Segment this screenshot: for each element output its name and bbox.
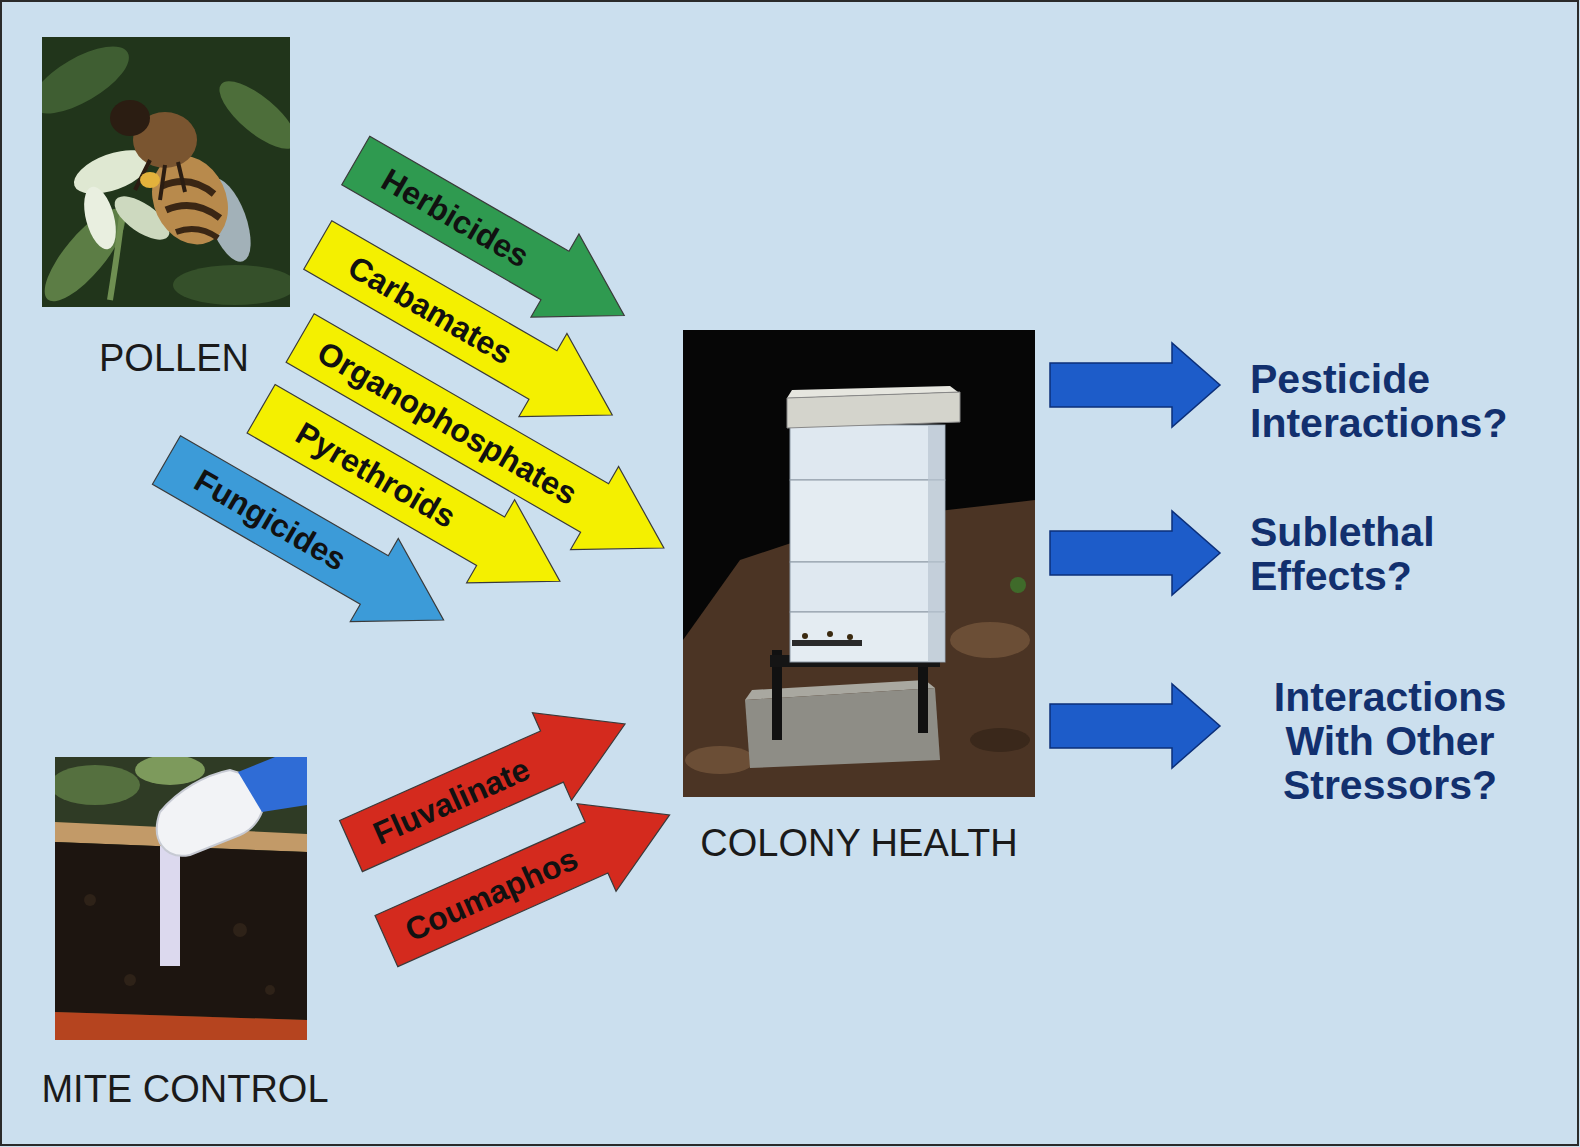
outcome-label-box: Interactions With Other Stressors? xyxy=(1245,675,1535,807)
flower-petal xyxy=(78,183,122,252)
foliage xyxy=(135,757,205,785)
photo-panel: MITE CONTROL xyxy=(30,757,340,1112)
glove-cuff xyxy=(238,757,307,812)
bee-head xyxy=(110,100,150,136)
bee-stripe xyxy=(166,206,220,219)
soil-patch xyxy=(685,746,755,774)
outcome-arrow xyxy=(1050,511,1220,595)
comb-area xyxy=(55,842,307,1020)
bee-dot xyxy=(827,631,833,637)
photo-panel: POLLEN xyxy=(42,37,306,381)
photo-caption: MITE CONTROL xyxy=(30,1068,340,1112)
photo-ground xyxy=(683,330,1035,797)
miticide-strip xyxy=(160,846,180,966)
comb-texture xyxy=(84,894,96,906)
outcome-label-box: Sublethal Effects? xyxy=(1250,510,1540,598)
photo-caption: COLONY HEALTH xyxy=(683,822,1035,866)
hive-entrance xyxy=(792,640,862,646)
bee-stripe xyxy=(176,229,218,238)
soil-patch xyxy=(970,728,1030,752)
bee-dot xyxy=(847,634,853,640)
outcome-arrow xyxy=(1050,684,1220,768)
leaf xyxy=(173,265,290,305)
comb-texture xyxy=(265,985,275,995)
hive-box xyxy=(790,562,945,612)
frame-bottom-bar xyxy=(55,1012,307,1040)
hive-lid xyxy=(787,392,960,428)
bee-dot xyxy=(802,633,808,639)
foliage xyxy=(55,765,140,805)
leaf xyxy=(210,70,290,159)
outcome-label-box: Pesticide Interactions? xyxy=(1250,357,1540,445)
arrow-fill xyxy=(142,418,467,661)
hive-shading xyxy=(928,425,945,662)
outcome-question: Interactions With Other Stressors? xyxy=(1245,675,1535,807)
outcome-arrow xyxy=(1050,343,1220,427)
comb-texture xyxy=(233,923,247,937)
outcome-question: Sublethal Effects? xyxy=(1250,510,1540,598)
bee-photo xyxy=(42,37,290,307)
bee-stripe xyxy=(162,182,214,195)
beehive-photo xyxy=(683,330,1035,797)
pollen-load xyxy=(140,172,160,188)
soil-patch xyxy=(950,622,1030,658)
photo-caption: POLLEN xyxy=(42,337,306,381)
mite-control-photo xyxy=(55,757,307,1040)
photo-panel: COLONY HEALTH xyxy=(683,330,1035,866)
hive-box xyxy=(790,480,945,562)
weed xyxy=(1010,577,1026,593)
comb-texture xyxy=(124,974,136,986)
arrow-fill xyxy=(367,771,689,985)
outcome-question: Pesticide Interactions? xyxy=(1250,357,1540,445)
hive-box xyxy=(790,425,945,480)
hive-box xyxy=(790,612,945,662)
bee-legs xyxy=(135,160,185,200)
